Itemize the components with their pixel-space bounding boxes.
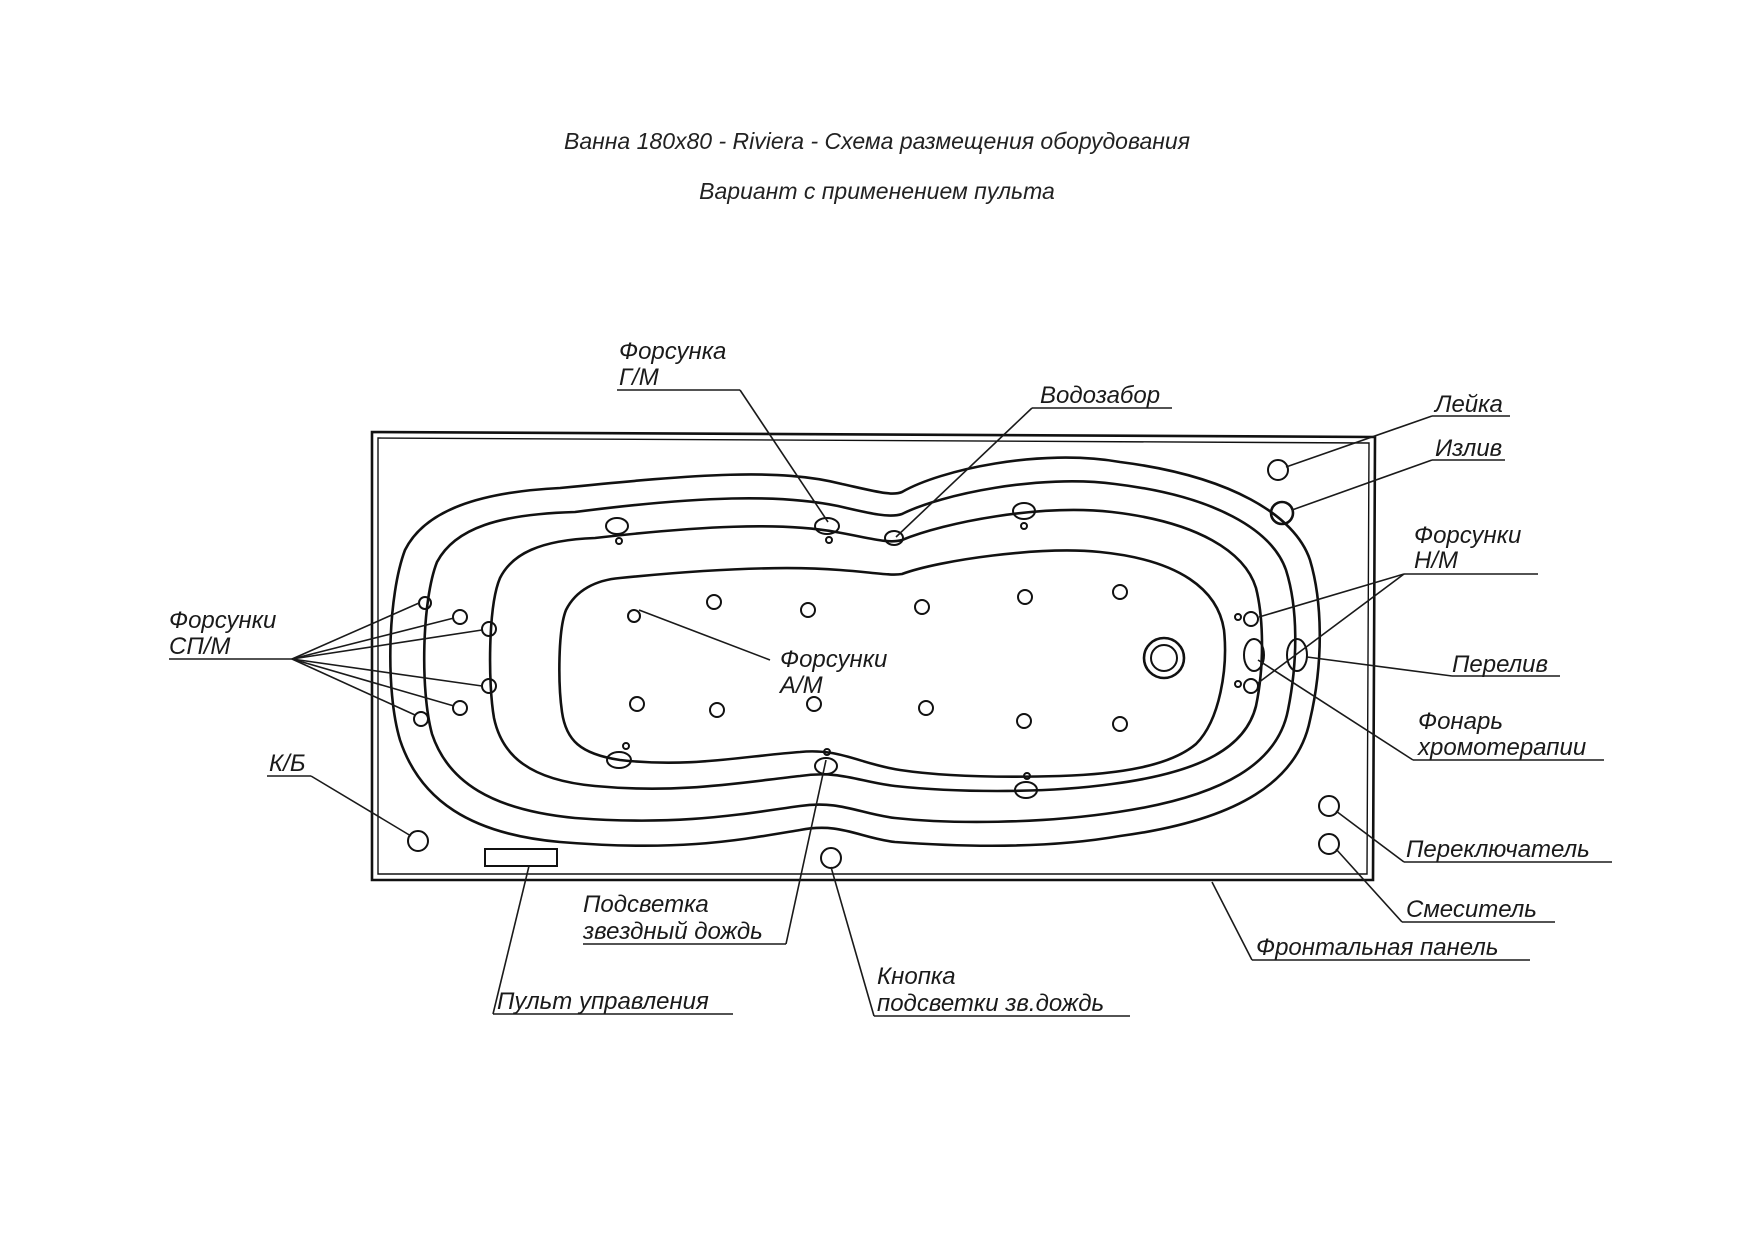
bath-floor-contour [558, 549, 1227, 779]
label-podsvetka-line2: звездный дождь [582, 918, 763, 945]
diagram-subtitle: Вариант с применением пульта [699, 178, 1055, 204]
label-forsunki-spm-line1: Форсунки [169, 607, 276, 634]
label-forsunki-nm-line2: Н/М [1414, 547, 1458, 574]
nozzles-nm [1234, 611, 1259, 694]
label-leyka: Лейка [1433, 391, 1503, 418]
drain-icon [1142, 636, 1186, 680]
bath-contour-outer [389, 456, 1322, 848]
leader-lines [169, 389, 1612, 1017]
label-izliv: Излив [1435, 435, 1502, 462]
label-podsvetka-line1: Подсветка [583, 891, 709, 918]
label-forsunka-gm-line2: Г/М [619, 364, 659, 391]
nozzles-hydromassage-gm [605, 502, 1038, 799]
mixer-icon [1318, 833, 1340, 855]
compressor-button-icon [407, 830, 429, 852]
chromotherapy-lamp-icon [1243, 638, 1265, 672]
label-pereklyuchatel: Переключатель [1406, 836, 1590, 863]
overflow-icon [1286, 638, 1308, 672]
nozzles-am [627, 584, 1128, 732]
switch-icon [1318, 795, 1340, 817]
label-forsunki-spm-line2: СП/М [169, 633, 230, 660]
control-panel-icon [484, 848, 558, 867]
label-kb: К/Б [269, 750, 305, 777]
label-forsunki-am-line2: А/М [778, 672, 823, 699]
label-vodozabor: Водозабор [1040, 382, 1160, 409]
label-frontal-panel: Фронтальная панель [1256, 934, 1498, 961]
label-knopka-line2: подсветки зв.дождь [877, 990, 1104, 1017]
label-smesitel: Смеситель [1406, 896, 1537, 923]
shower-head-icon [1267, 459, 1289, 481]
bath-contour-middle [422, 480, 1297, 824]
label-forsunka-gm-line1: Форсунка [619, 338, 726, 365]
label-forsunki-am-line1: Форсунки [780, 646, 887, 673]
diagram-title: Ванна 180x80 - Riviera - Схема размещени… [563, 128, 1190, 154]
label-pult: Пульт управления [497, 988, 709, 1015]
starlight-button-icon [820, 847, 842, 869]
label-fonar-line2: хромотерапии [1417, 734, 1586, 761]
label-knopka-line1: Кнопка [877, 963, 956, 990]
bathtub-rim [370, 430, 1377, 882]
water-intake-icon [884, 530, 904, 546]
label-pereliv: Перелив [1452, 651, 1548, 678]
label-fonar-line1: Фонарь [1418, 708, 1503, 735]
spout-icon [1269, 500, 1295, 526]
label-forsunki-nm-line1: Форсунки [1414, 522, 1521, 549]
